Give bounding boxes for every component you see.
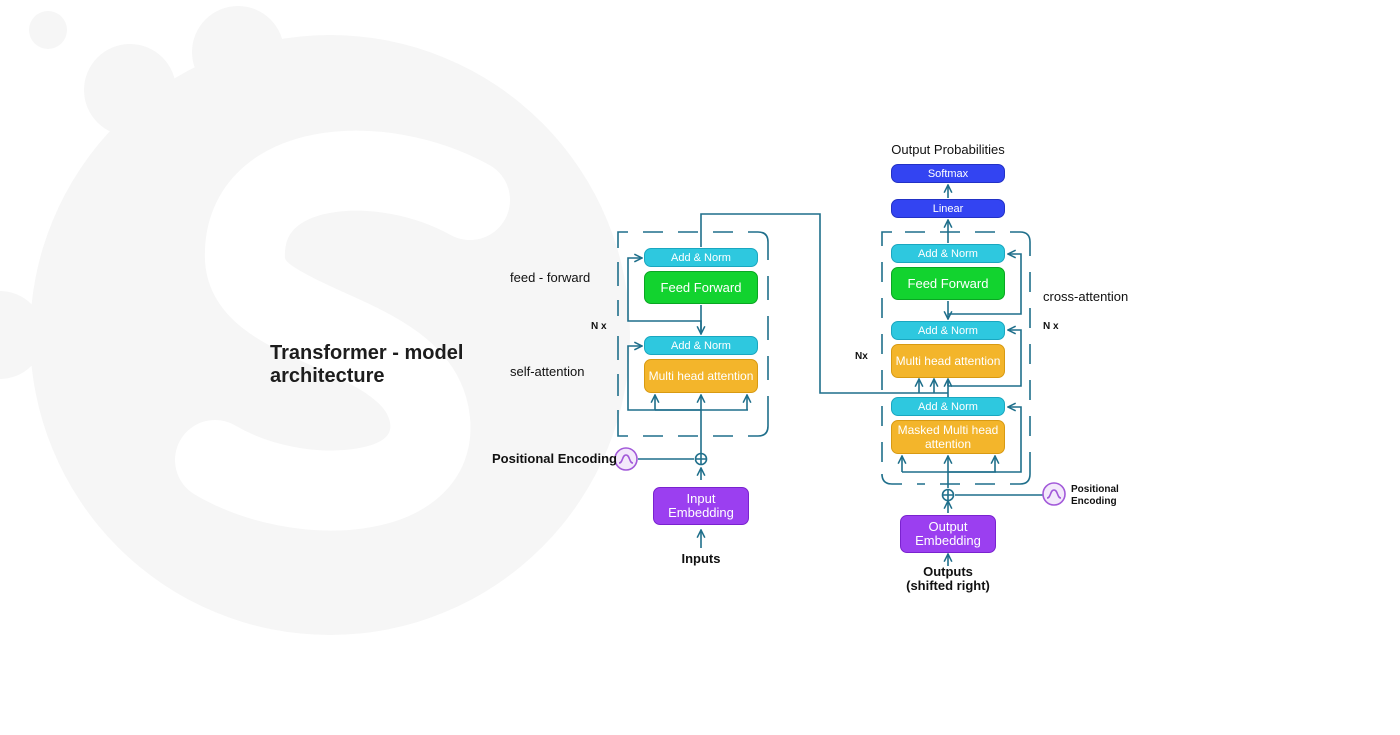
positional-encoding-icon [614,447,1066,506]
self-attention-label: self-attention [510,364,585,379]
encoder-connectors [627,213,948,548]
encoder-multi-head-attention: Multi head attention [644,359,758,393]
inputs-label: Inputs [681,551,721,566]
masked-multi-head-attention: Masked Multi head attention [891,420,1005,454]
decoder-dashed-frame [881,231,1031,485]
encoder-dashed-frame [617,231,769,437]
decoder-feed-forward: Feed Forward [891,267,1005,300]
decoder-positional-encoding-label: Positional Encoding [1071,484,1119,507]
decoder-add-norm-2: Add & Norm [891,321,1005,340]
feed-forward-label: feed - forward [510,270,591,285]
decoder-add-norm-1: Add & Norm [891,244,1005,263]
input-embedding: Input Embedding [653,487,749,525]
linear-box: Linear [891,199,1005,218]
output-probabilities-label: Output Probabilities [891,142,1005,157]
decoder-nx-right-label: N x [1043,321,1059,332]
decoder-connectors [902,185,1043,566]
decoder-add-norm-3: Add & Norm [891,397,1005,416]
encoder-add-norm-bottom: Add & Norm [644,336,758,355]
output-embedding: Output Embedding [900,515,996,553]
encoder-nx-label: N x [591,321,607,332]
positional-encoding-label: Positional Encoding [492,451,617,466]
encoder-add-norm-top: Add & Norm [644,248,758,267]
decoder-nx-left-label: Nx [855,351,868,362]
encoder-feed-forward: Feed Forward [644,271,758,304]
page-title: Transformer - model architecture [270,342,464,387]
decoder-multi-head-attention: Multi head attention [891,344,1005,378]
softmax-box: Softmax [891,164,1005,183]
cross-attention-label: cross-attention [1043,289,1129,304]
outputs-label: Outputs (shifted right) [906,564,990,593]
